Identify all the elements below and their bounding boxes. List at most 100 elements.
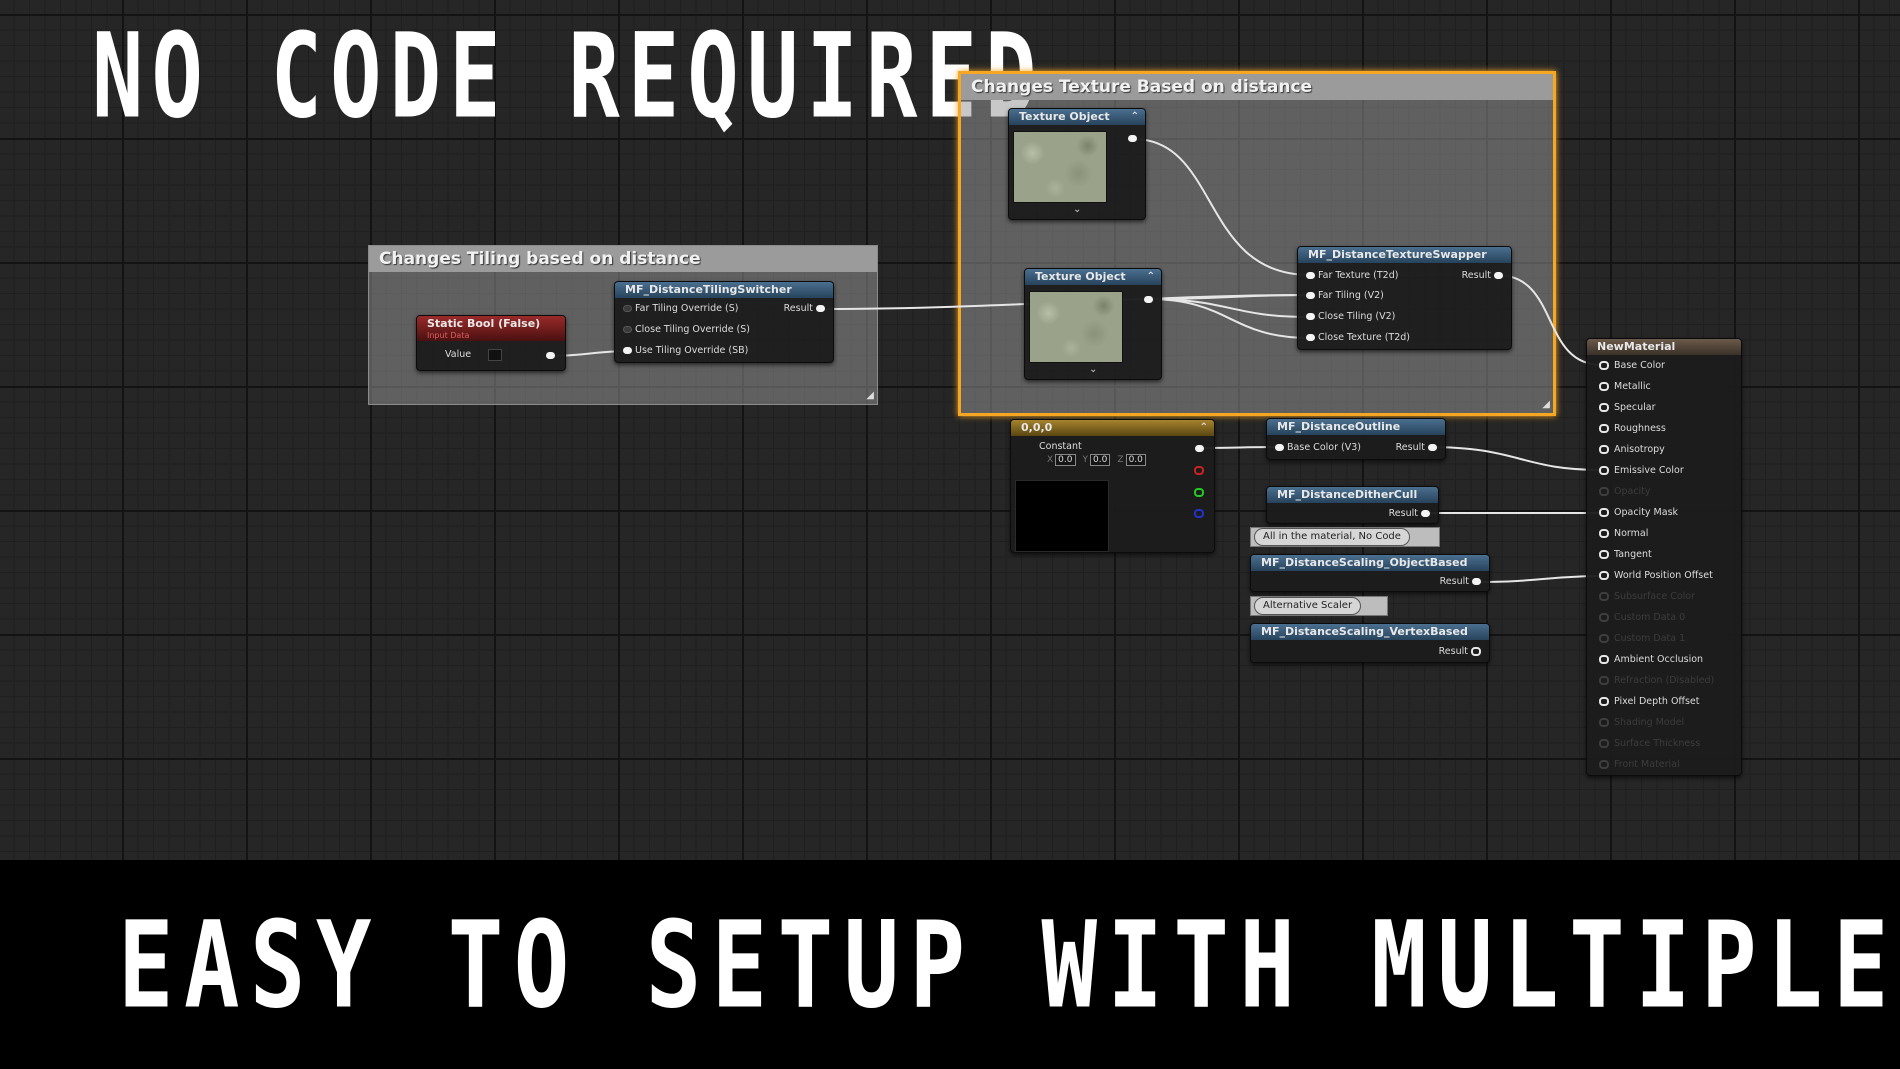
material-input-pin[interactable] xyxy=(1599,550,1609,559)
material-input-pin[interactable] xyxy=(1599,592,1609,601)
tiling-switcher-header[interactable]: MF_DistanceTilingSwitcher xyxy=(615,282,833,298)
material-input-pin[interactable] xyxy=(1599,718,1609,727)
resize-handle-icon[interactable]: ◢ xyxy=(1542,399,1550,410)
collapse-up-icon[interactable]: ⌃ xyxy=(1146,271,1155,282)
material-input-pin[interactable] xyxy=(1599,613,1609,622)
material-pin-row: Metallic xyxy=(1599,380,1651,394)
pin-close-texture[interactable] xyxy=(1306,334,1315,341)
material-pin-label: Shading Model xyxy=(1614,717,1685,728)
static-bool-node[interactable]: Static Bool (False) Input Data Value xyxy=(416,315,566,371)
pin-outline-result[interactable] xyxy=(1428,444,1437,451)
static-bool-output-pin[interactable] xyxy=(546,352,555,359)
pin-scaling-vertex-result[interactable] xyxy=(1471,647,1481,656)
pin-use-tiling-override[interactable] xyxy=(623,347,632,354)
material-input-pin[interactable] xyxy=(1599,529,1609,538)
texture-object-1-title: Texture Object xyxy=(1019,110,1110,123)
constant-rgb-output-pin[interactable] xyxy=(1195,445,1204,452)
distance-dither-cull-node[interactable]: MF_DistanceDitherCull Result xyxy=(1266,486,1439,524)
chevron-down-icon[interactable]: ⌄ xyxy=(1089,364,1098,375)
scaling-vertex-header[interactable]: MF_DistanceScaling_VertexBased xyxy=(1251,624,1489,640)
comment-texture-title[interactable]: Changes Texture Based on distance xyxy=(961,74,1553,100)
pin-scaling-object-result[interactable] xyxy=(1472,578,1481,585)
pin-tiling-result[interactable] xyxy=(816,305,825,312)
x-value-input[interactable]: 0.0 xyxy=(1055,454,1076,466)
texture-object-node-1[interactable]: Texture Object ⌃ ⌄ xyxy=(1008,108,1146,220)
bottom-headline: EASY TO SETUP WITH MULTIPLE EFFECTS xyxy=(118,895,1900,1035)
tiling-switcher-input-2: Use Tiling Override (SB) xyxy=(623,344,748,358)
collapse-up-icon[interactable]: ⌃ xyxy=(1130,111,1139,122)
material-pin-row: Normal xyxy=(1599,527,1648,541)
chevron-down-icon[interactable]: ⌄ xyxy=(1073,204,1082,215)
scaling-vertex-based-node[interactable]: MF_DistanceScaling_VertexBased Result xyxy=(1250,623,1490,663)
dither-cull-header[interactable]: MF_DistanceDitherCull xyxy=(1267,487,1438,503)
pin-swapper-result[interactable] xyxy=(1494,272,1503,279)
static-bool-checkbox[interactable] xyxy=(488,348,503,361)
label-far-tiling-override: Far Tiling Override (S) xyxy=(635,303,739,314)
constant-vector-header[interactable]: 0,0,0⌃ xyxy=(1011,420,1214,436)
comment-tiling-title[interactable]: Changes Tiling based on distance xyxy=(369,246,877,272)
material-input-pin[interactable] xyxy=(1599,676,1609,685)
static-bool-title: Static Bool (False) xyxy=(427,317,541,330)
comment-bubble-1[interactable]: All in the material, No Code xyxy=(1254,528,1410,546)
pin-close-tiling[interactable] xyxy=(1306,313,1315,320)
distance-outline-header[interactable]: MF_DistanceOutline xyxy=(1267,419,1445,435)
material-input-pin[interactable] xyxy=(1599,655,1609,664)
static-bool-header[interactable]: Static Bool (False) Input Data xyxy=(417,316,565,341)
texture-object-2-header[interactable]: Texture Object⌃ xyxy=(1025,269,1161,285)
material-input-pin[interactable] xyxy=(1599,445,1609,454)
pin-far-tiling[interactable] xyxy=(1306,292,1315,299)
material-input-pin[interactable] xyxy=(1599,760,1609,769)
distance-outline-node[interactable]: MF_DistanceOutline Base Color (V3) Resul… xyxy=(1266,418,1446,460)
texture-object-1-output-pin[interactable] xyxy=(1128,135,1137,142)
pin-dither-result[interactable] xyxy=(1421,510,1430,517)
material-pin-label: Anisotropy xyxy=(1614,444,1665,455)
material-input-pin[interactable] xyxy=(1599,403,1609,412)
material-input-pin[interactable] xyxy=(1599,739,1609,748)
label-dither-result: Result xyxy=(1388,508,1418,519)
texture-swapper-header[interactable]: MF_DistanceTextureSwapper xyxy=(1298,247,1511,263)
material-node-header[interactable]: NewMaterial xyxy=(1587,339,1741,355)
constant-r-output-pin[interactable] xyxy=(1194,466,1204,475)
material-input-pin[interactable] xyxy=(1599,634,1609,643)
pin-far-texture[interactable] xyxy=(1306,272,1315,279)
material-input-pin[interactable] xyxy=(1599,424,1609,433)
material-pin-row: Ambient Occlusion xyxy=(1599,653,1703,667)
scaling-object-header[interactable]: MF_DistanceScaling_ObjectBased xyxy=(1251,555,1489,571)
label-outline-result: Result xyxy=(1395,442,1425,453)
material-input-pin[interactable] xyxy=(1599,382,1609,391)
texture-swapper-node[interactable]: MF_DistanceTextureSwapper Far Texture (T… xyxy=(1297,246,1512,350)
constant-b-output-pin[interactable] xyxy=(1194,509,1204,518)
material-pin-row: Subsurface Color xyxy=(1599,590,1695,604)
z-axis-label: Z xyxy=(1117,455,1124,465)
scaling-object-based-node[interactable]: MF_DistanceScaling_ObjectBased Result xyxy=(1250,554,1490,592)
collapse-up-icon[interactable]: ⌃ xyxy=(1199,422,1208,433)
comment-bubble-2[interactable]: Alternative Scaler xyxy=(1254,597,1362,615)
texture-object-node-2[interactable]: Texture Object⌃ ⌄ xyxy=(1024,268,1162,380)
material-pin-label: World Position Offset xyxy=(1614,570,1713,581)
material-input-pin[interactable] xyxy=(1599,571,1609,580)
y-value-input[interactable]: 0.0 xyxy=(1090,454,1111,466)
pin-outline-base-color[interactable] xyxy=(1275,444,1284,451)
resize-handle-icon[interactable]: ◢ xyxy=(866,390,874,401)
material-pin-row: Pixel Depth Offset xyxy=(1599,695,1700,709)
material-input-pin[interactable] xyxy=(1599,508,1609,517)
material-pin-row: Custom Data 1 xyxy=(1599,632,1685,646)
pin-far-tiling-override[interactable] xyxy=(623,305,632,312)
pin-close-tiling-override[interactable] xyxy=(623,326,632,333)
material-input-pin[interactable] xyxy=(1599,697,1609,706)
tiling-switcher-node[interactable]: MF_DistanceTilingSwitcher Far Tiling Ove… xyxy=(614,281,834,363)
texture-object-2-output-pin[interactable] xyxy=(1144,296,1153,303)
material-input-pin[interactable] xyxy=(1599,466,1609,475)
material-input-pin[interactable] xyxy=(1599,361,1609,370)
material-input-pin[interactable] xyxy=(1599,487,1609,496)
z-value-input[interactable]: 0.0 xyxy=(1125,454,1146,466)
swapper-input-2: Close Tiling (V2) xyxy=(1306,310,1395,324)
node-graph-background[interactable] xyxy=(0,0,1900,860)
constant-g-output-pin[interactable] xyxy=(1194,488,1204,497)
texture-object-1-header[interactable]: Texture Object ⌃ xyxy=(1009,109,1145,125)
material-pin-row: Anisotropy xyxy=(1599,443,1665,457)
material-pin-row: Shading Model xyxy=(1599,716,1684,730)
